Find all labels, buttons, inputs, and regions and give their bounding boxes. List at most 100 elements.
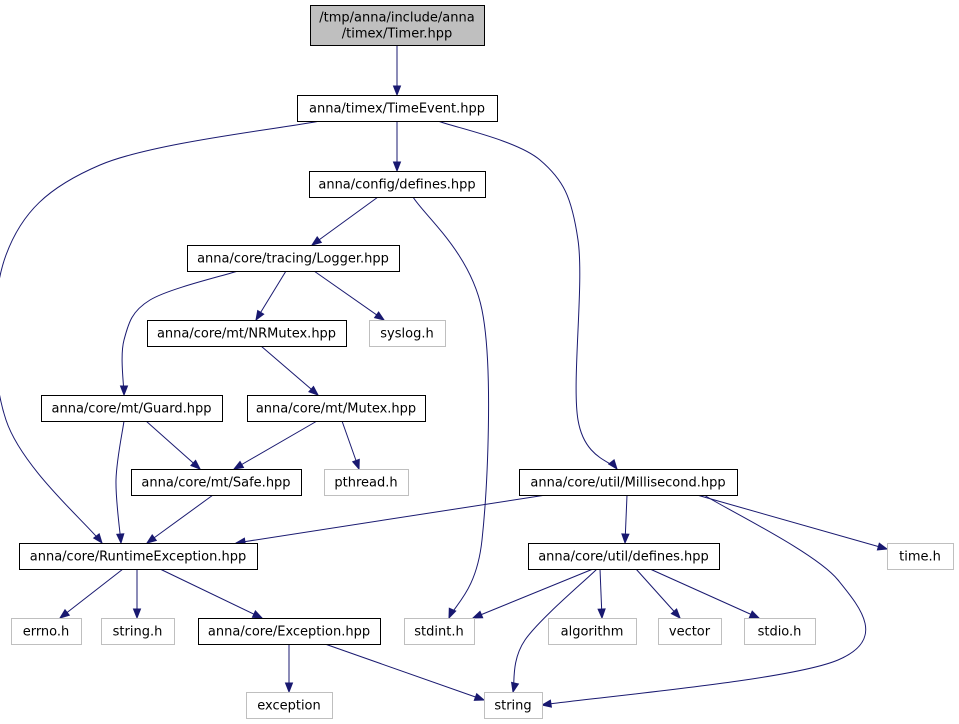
edge-nrmutex-to-mutex: [260, 345, 320, 396]
edge-util_defines-to-string: [510, 568, 598, 694]
node-label: string.h: [113, 625, 163, 640]
edge-runtimeexception-to-exception_hpp: [159, 568, 264, 619]
node-label: anna/core/mt/Guard.hpp: [52, 402, 212, 417]
edge-line: [0, 120, 321, 544]
node-box: [247, 395, 426, 422]
edge-line: [311, 196, 379, 246]
edge-line: [412, 196, 490, 619]
node-timeevent[interactable]: anna/timex/TimeEvent.hpp: [297, 95, 498, 122]
node-label: stdint.h: [414, 625, 463, 640]
node-label: anna/core/util/defines.hpp: [538, 550, 709, 565]
edge-mutex-to-safe: [232, 420, 318, 470]
edge-line: [159, 568, 263, 619]
node-label: string: [494, 699, 531, 714]
edge-line: [145, 420, 201, 470]
edge-line: [472, 568, 594, 619]
node-label: pthread.h: [334, 476, 397, 491]
edge-arrowhead-icon: [310, 236, 323, 246]
edge-arrowhead-icon: [116, 533, 125, 545]
node-box: [744, 618, 816, 645]
edge-arrowhead-icon: [670, 608, 681, 620]
edge-guard-to-runtimeexception: [115, 420, 125, 545]
edge-arrowhead-icon: [132, 608, 142, 620]
edge-line: [649, 568, 760, 619]
node-config-defines[interactable]: anna/config/defines.hpp: [309, 171, 486, 198]
node-mutex[interactable]: anna/core/mt/Mutex.hpp: [247, 395, 426, 422]
edge-timeevent-to-runtimeexception: [0, 120, 321, 545]
edge-arrowhead-icon: [92, 532, 103, 545]
edge-line: [512, 568, 598, 693]
edge-logger-to-syslog: [313, 270, 386, 321]
edge-arrowhead-icon: [284, 682, 294, 694]
edge-line: [146, 494, 214, 544]
node-label: anna/core/util/Millisecond.hpp: [530, 476, 725, 491]
edge-arrowhead-icon: [597, 608, 606, 620]
edge-mutex-to-pthread: [341, 420, 360, 471]
node-label: /tmp/anna/include/anna: [319, 11, 474, 26]
node-label: algorithm: [561, 625, 624, 640]
node-label: syslog.h: [380, 327, 433, 342]
node-box: [131, 469, 302, 496]
edge-arrowhead-icon: [255, 309, 265, 322]
node-box: [246, 692, 333, 719]
edges-layer: [0, 45, 889, 708]
node-box: [484, 692, 543, 719]
edge-arrowhead-icon: [392, 161, 402, 173]
edge-arrowhead-icon: [190, 459, 202, 470]
node-runtimeexception[interactable]: anna/core/RuntimeException.hpp: [19, 543, 258, 570]
edge-runtimeexception-to-errno_h: [58, 568, 124, 619]
edge-timeevent-to-millisecond: [437, 120, 618, 471]
node-label: /timex/Timer.hpp: [342, 27, 452, 42]
edge-arrowhead-icon: [58, 608, 71, 619]
node-pthread: pthread.h: [324, 469, 409, 496]
edge-guard-to-safe: [145, 420, 202, 470]
edge-util_defines-to-vector: [635, 568, 681, 620]
edge-config_defines-to-stdint_h: [412, 196, 490, 620]
node-label: anna/core/mt/NRMutex.hpp: [157, 327, 336, 342]
node-guard[interactable]: anna/core/mt/Guard.hpp: [41, 395, 223, 422]
edge-line: [255, 270, 287, 321]
edge-arrowhead-icon: [119, 385, 129, 397]
node-util-defines[interactable]: anna/core/util/defines.hpp: [528, 543, 720, 570]
node-algorithm: algorithm: [548, 618, 637, 645]
edge-util_defines-to-stdint_h: [471, 568, 594, 619]
edge-arrowhead-icon: [473, 692, 486, 701]
edge-arrowhead-icon: [471, 610, 484, 619]
edge-millisecond-to-time_h: [696, 494, 889, 551]
node-box: [324, 469, 409, 496]
node-box: [187, 245, 400, 272]
node-box: [887, 543, 954, 570]
edge-arrowhead-icon: [232, 460, 245, 470]
node-label: anna/core/mt/Mutex.hpp: [256, 402, 416, 417]
node-safe[interactable]: anna/core/mt/Safe.hpp: [131, 469, 302, 496]
node-string-h: string.h: [101, 618, 175, 645]
edge-timer-to-timeevent: [392, 45, 402, 97]
edge-arrowhead-icon: [607, 458, 618, 471]
edge-millisecond-to-string: [540, 494, 867, 708]
node-syslog: syslog.h: [369, 320, 446, 347]
edge-arrowhead-icon: [876, 542, 889, 551]
edge-arrowhead-icon: [392, 85, 402, 97]
node-label: vector: [669, 625, 711, 640]
node-logger[interactable]: anna/core/tracing/Logger.hpp: [187, 245, 400, 272]
node-label: time.h: [899, 550, 941, 565]
node-exception: exception: [246, 692, 333, 719]
edge-line: [235, 494, 547, 544]
edge-millisecond-to-runtimeexception: [234, 494, 547, 546]
node-label: stdio.h: [758, 625, 802, 640]
edge-exception_hpp-to-exception: [284, 644, 294, 694]
node-box: [658, 618, 722, 645]
edge-arrowhead-icon: [540, 699, 552, 708]
node-millisecond[interactable]: anna/core/util/Millisecond.hpp: [519, 469, 738, 496]
edge-arrowhead-icon: [351, 458, 360, 471]
edge-line: [324, 643, 485, 701]
node-label: errno.h: [23, 625, 70, 640]
edge-line: [115, 420, 125, 544]
node-exception-hpp[interactable]: anna/core/Exception.hpp: [198, 618, 381, 645]
edge-exception_hpp-to-string: [324, 643, 486, 701]
node-box: [519, 469, 738, 496]
node-nrmutex[interactable]: anna/core/mt/NRMutex.hpp: [147, 320, 347, 347]
node-label: anna/core/mt/Safe.hpp: [141, 476, 290, 491]
node-timer[interactable]: /tmp/anna/include/anna/timex/Timer.hpp: [310, 5, 485, 46]
